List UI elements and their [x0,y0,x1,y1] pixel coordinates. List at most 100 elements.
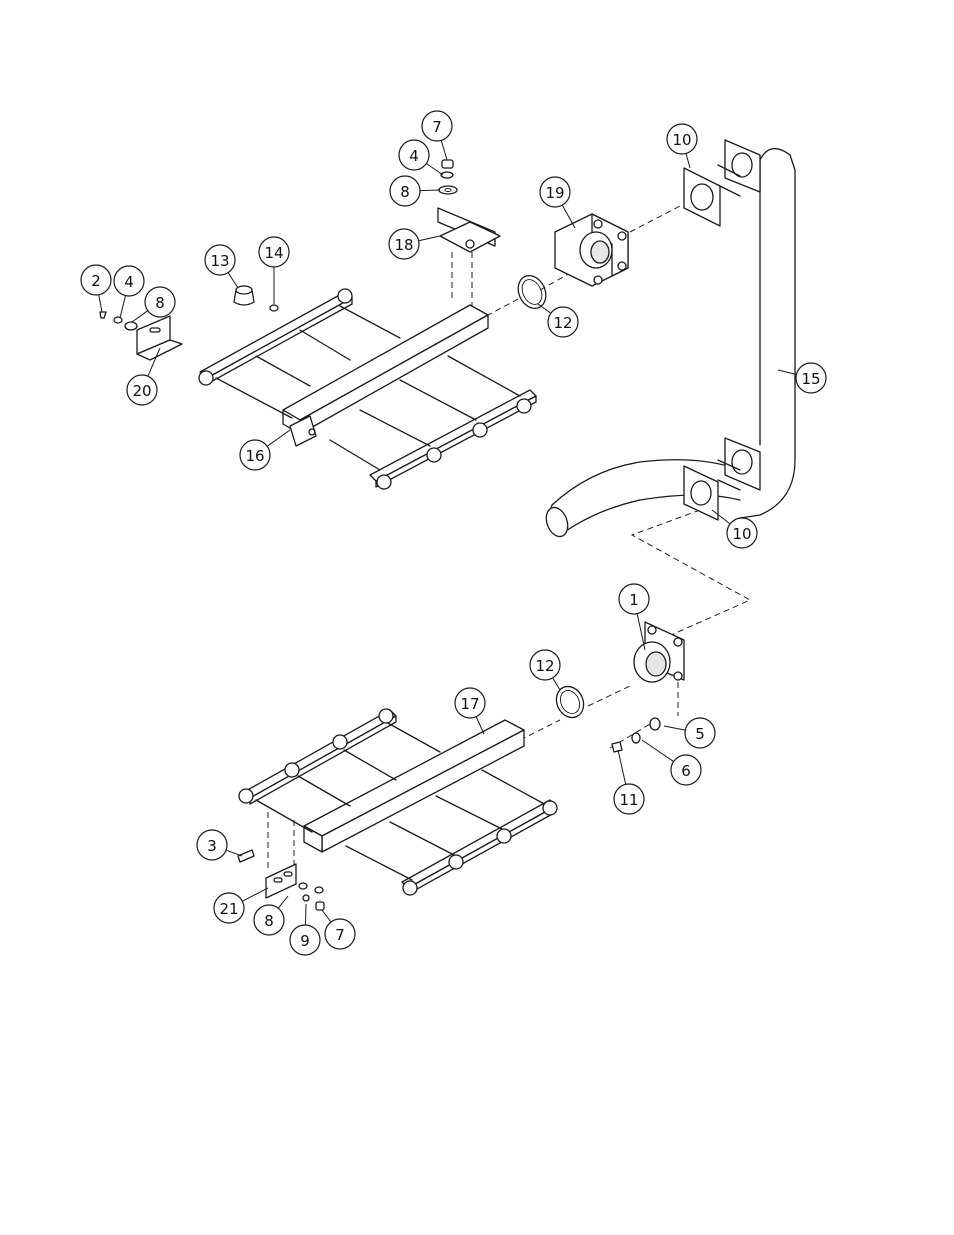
callout-leader [475,716,485,735]
callout-leader [277,895,289,909]
callout-number: 9 [300,932,310,950]
part-17-lower-burner-assembly [238,708,558,896]
callout-balloon [213,892,245,924]
callout-balloon [258,236,290,268]
callout-number: 12 [535,657,554,675]
callout-number: 10 [672,131,691,149]
callout-balloon [113,265,145,297]
callout-leader [777,369,797,375]
callout-11: 11 [613,749,645,815]
callout-balloon [539,176,571,208]
part-12-oring-lower [555,685,585,719]
callout-number: 7 [335,926,345,944]
callout-18: 18 [388,228,441,260]
part-19-bearing-housing [554,213,629,287]
callout-number: 14 [264,244,283,262]
callout-balloon [684,717,716,749]
callout-balloon [618,583,650,615]
callout-balloon [547,306,579,338]
callout-leader [304,903,307,926]
callout-leader [685,153,691,169]
part-20-bracket [136,315,183,361]
callout-number: 1 [629,591,639,609]
right-fastener-stack [611,717,661,753]
callout-14: 14 [258,236,290,304]
callout-balloon [421,110,453,142]
callout-leader [147,347,161,377]
callout-leader [98,294,103,313]
callout-3: 3 [196,829,243,861]
part-16-upper-burner-assembly [198,288,537,490]
callout-1: 1 [618,583,650,651]
callout-number: 4 [409,147,419,165]
callout-number: 10 [732,525,751,543]
callout-leader [419,189,441,192]
callout-21: 21 [213,887,269,924]
callout-2: 2 [80,264,112,313]
callout-19: 19 [539,176,576,229]
callout-leader [242,887,269,902]
callout-9: 9 [289,903,321,956]
callout-balloon [289,924,321,956]
callout-leader [537,303,552,314]
callout-12: 12 [537,303,579,338]
callout-20: 20 [126,347,161,406]
callout-number: 13 [210,252,229,270]
callout-number: 8 [155,294,165,312]
callout-balloon [196,829,228,861]
callout-8: 8 [253,895,289,936]
callout-leader [552,677,561,691]
callout-number: 11 [619,791,638,809]
callout-balloon [126,374,158,406]
callout-balloon [144,286,176,318]
callout-number: 8 [400,183,410,201]
part-10-gasket-upper [683,167,721,227]
callout-17: 17 [454,687,486,735]
callout-number: 4 [124,273,134,291]
callout-leader [426,163,444,176]
callout-leader [119,295,126,319]
part-15-manifold-pipe [545,139,796,538]
callout-8: 8 [131,286,176,323]
callout-leader [266,429,291,447]
callout-balloon [795,362,827,394]
callout-balloon [324,918,356,950]
callout-15: 15 [777,362,827,394]
part-13-cap [233,285,255,306]
callout-balloon [454,687,486,719]
callout-16: 16 [239,429,291,471]
callout-12: 12 [529,649,561,691]
callout-leader [418,235,441,242]
part-10-gasket-lower [683,465,719,521]
callout-13: 13 [204,244,239,289]
callout-4: 4 [113,265,145,319]
callout-10: 10 [711,509,758,549]
callout-leader [561,204,576,229]
callout-balloon [239,439,271,471]
callout-leader [321,909,332,923]
callout-number: 7 [432,118,442,136]
callout-number: 12 [553,314,572,332]
callout-balloon [670,754,702,786]
callout-6: 6 [641,739,702,786]
callout-balloon [666,123,698,155]
callout-leader [663,725,686,731]
callout-balloon [726,517,758,549]
callout-7: 7 [421,110,453,161]
callout-number: 3 [207,837,217,855]
callout-balloon [613,783,645,815]
callout-leader [225,849,243,857]
callout-number: 21 [219,900,238,918]
callout-number: 8 [264,912,274,930]
callout-balloon [389,175,421,207]
callout-leader [440,140,448,161]
callout-7: 7 [321,909,356,950]
callout-number: 15 [801,370,820,388]
callout-4: 4 [398,139,444,176]
callout-balloon [80,264,112,296]
part-12-oring-upper [517,274,547,310]
callout-5: 5 [663,717,716,749]
lower-fastener-stack [237,849,325,911]
callout-leader [131,310,149,323]
